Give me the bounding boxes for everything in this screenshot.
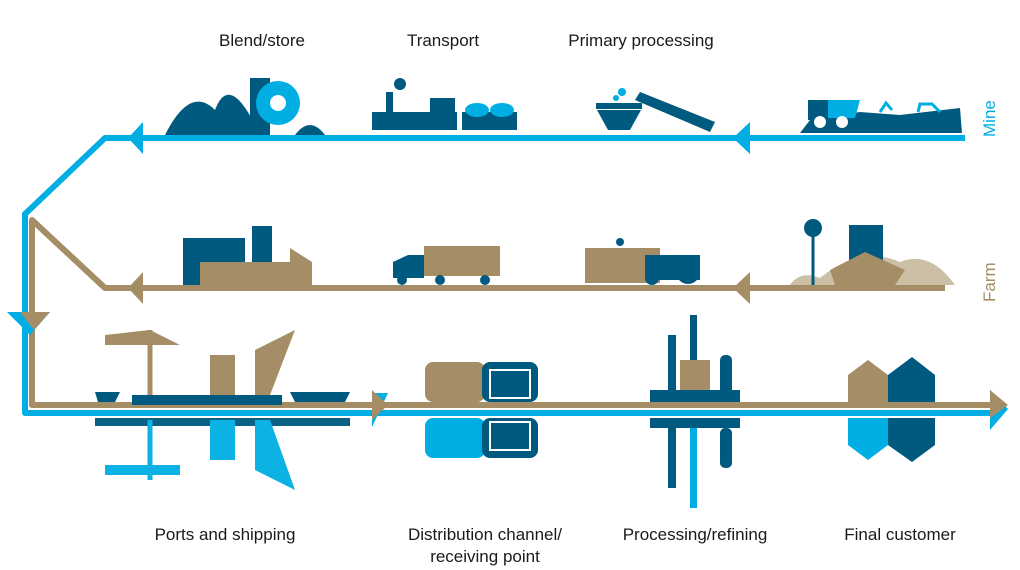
arrow-down-icon bbox=[20, 312, 50, 330]
stage-label-distribution: Distribution channel/ bbox=[407, 525, 563, 544]
grain-storage-icon bbox=[183, 226, 312, 285]
mine-site-icon bbox=[800, 100, 962, 133]
stage-label-processing-refining: Processing/refining bbox=[622, 525, 768, 544]
train-icon bbox=[372, 78, 517, 130]
stage-label-receiving-point: receiving point bbox=[430, 547, 540, 566]
farm-flow-line bbox=[29, 217, 1000, 408]
source-label-mine: Mine bbox=[980, 100, 999, 137]
distribution-center-icon bbox=[425, 362, 538, 458]
source-label-farm: Farm bbox=[980, 262, 999, 302]
arrow-left-icon bbox=[128, 122, 143, 154]
mine-flow-line bbox=[22, 135, 1000, 416]
blend-store-icon bbox=[165, 78, 325, 135]
final-customer-icon bbox=[848, 357, 935, 462]
arrow-right-icon bbox=[990, 390, 1008, 418]
stage-label-primary-processing: Primary processing bbox=[568, 31, 714, 50]
stage-label-blend-store: Blend/store bbox=[219, 31, 305, 50]
stage-label-ports: Ports and shipping bbox=[154, 525, 296, 544]
farm-icon bbox=[790, 219, 955, 285]
stage-label-final-customer: Final customer bbox=[844, 525, 956, 544]
refinery-icon bbox=[650, 315, 740, 508]
stage-label-transport: Transport bbox=[406, 31, 480, 50]
tractor-icon bbox=[585, 238, 700, 285]
port-icon bbox=[95, 330, 350, 490]
arrow-left-icon bbox=[733, 122, 750, 154]
truck-icon bbox=[393, 246, 500, 285]
arrow-right-icon bbox=[372, 390, 388, 420]
arrow-left-icon bbox=[128, 272, 143, 304]
arrow-left-icon bbox=[733, 272, 750, 304]
primary-processing-icon bbox=[596, 88, 715, 132]
